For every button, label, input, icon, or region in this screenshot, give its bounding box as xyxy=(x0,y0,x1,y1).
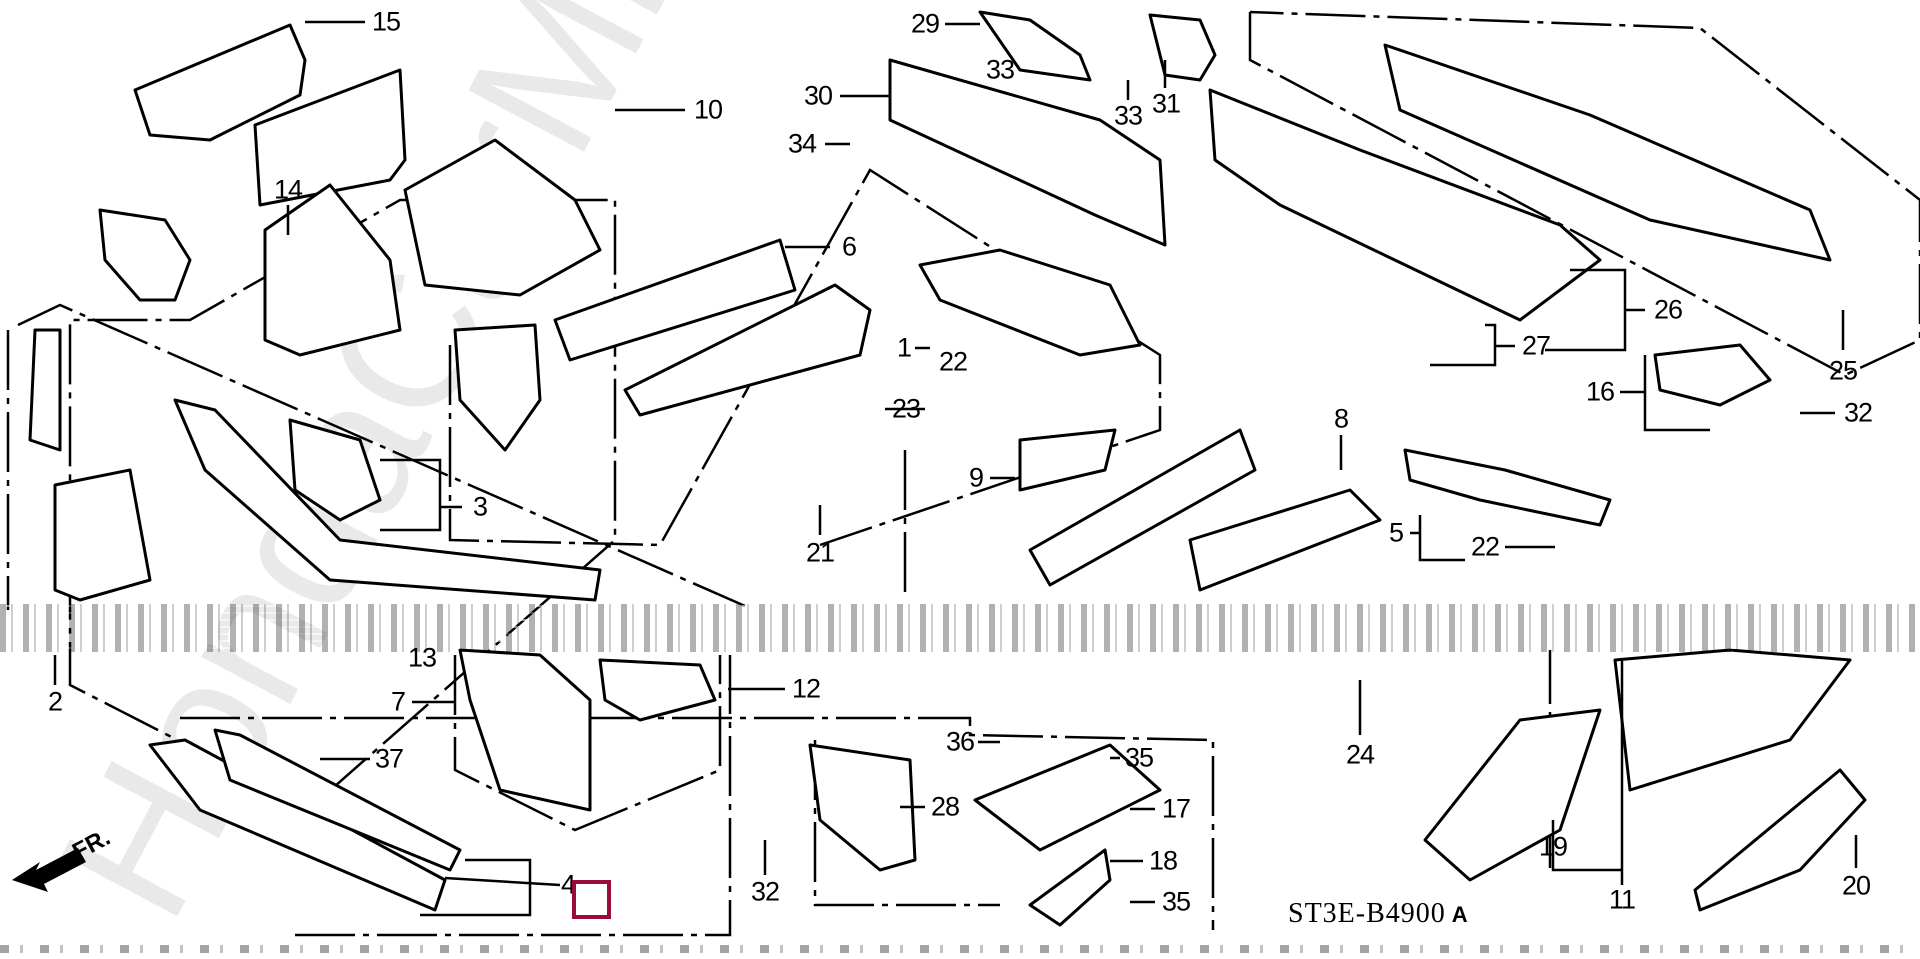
callout-14[interactable]: 14 xyxy=(273,174,303,205)
part-8-rail xyxy=(1028,428,1257,587)
callout-7[interactable]: 7 xyxy=(390,686,406,717)
callout-24[interactable]: 24 xyxy=(1345,739,1375,770)
callout-11[interactable]: 11 xyxy=(1608,884,1636,915)
callout-35[interactable]: 35 xyxy=(1161,886,1191,917)
callout-2[interactable]: 2 xyxy=(47,686,63,717)
group-frame-3 xyxy=(17,303,746,608)
callout-31[interactable]: 31 xyxy=(1151,88,1181,119)
scan-noise-band xyxy=(0,604,1920,652)
callout-13[interactable]: 13 xyxy=(407,642,437,673)
part-7 xyxy=(458,648,592,812)
part-19 xyxy=(1423,708,1602,882)
callout-37[interactable]: 37 xyxy=(374,743,404,774)
part-4-inner xyxy=(213,728,462,872)
callout-29[interactable]: 29 xyxy=(910,8,940,39)
part-1 xyxy=(918,248,1142,357)
callout-22[interactable]: 22 xyxy=(1470,531,1500,562)
callout-33[interactable]: 33 xyxy=(1113,100,1143,131)
part-14 xyxy=(263,183,402,357)
callout-21[interactable]: 21 xyxy=(805,537,835,568)
part-10-apron xyxy=(403,138,602,297)
callout-17[interactable]: 17 xyxy=(1161,793,1191,824)
part-11 xyxy=(1613,648,1852,792)
part-20 xyxy=(1693,768,1867,912)
part-bracket-32 xyxy=(808,743,917,872)
group-frame-28 xyxy=(813,740,1000,907)
group-frame-4 xyxy=(295,655,732,937)
callout-6[interactable]: 6 xyxy=(841,231,857,262)
selected-callout-highlight[interactable] xyxy=(572,880,611,919)
callout-22[interactable]: 22 xyxy=(938,346,968,377)
part-30 xyxy=(888,58,1167,247)
callout-32[interactable]: 32 xyxy=(750,876,780,907)
part-frame-rail xyxy=(623,283,872,417)
part-8-side xyxy=(1188,488,1382,592)
part-26 xyxy=(1208,88,1602,322)
part-hinge xyxy=(98,208,192,302)
callout-20[interactable]: 20 xyxy=(1841,870,1871,901)
callout-10[interactable]: 10 xyxy=(693,94,723,125)
part-6 xyxy=(553,238,797,362)
callout-26[interactable]: 26 xyxy=(1653,294,1683,325)
callout-16[interactable]: 16 xyxy=(1585,376,1615,407)
part-left-latch xyxy=(53,468,152,602)
callout-32[interactable]: 32 xyxy=(1843,397,1873,428)
group-frame-12 xyxy=(453,655,722,832)
group-frame-21 xyxy=(448,168,1162,547)
callout-18[interactable]: 18 xyxy=(1148,845,1178,876)
diagram-code-text: ST3E-B4900 xyxy=(1288,898,1446,929)
callout-25[interactable]: 25 xyxy=(1828,355,1858,386)
callout-1[interactable]: 1 xyxy=(896,332,912,363)
callout-23[interactable]: 23 xyxy=(891,393,921,424)
part-10-upper xyxy=(253,68,407,207)
front-arrow-icon xyxy=(12,848,86,892)
callout-15[interactable]: 15 xyxy=(371,6,401,37)
callout-9[interactable]: 9 xyxy=(968,462,984,493)
part-18 xyxy=(1028,848,1112,927)
part-31 xyxy=(1148,13,1217,82)
callout-36[interactable]: 36 xyxy=(945,726,975,757)
scan-noise-bottom xyxy=(0,945,1920,953)
callout-27[interactable]: 27 xyxy=(1521,330,1551,361)
callout-12[interactable]: 12 xyxy=(791,673,821,704)
callout-30[interactable]: 30 xyxy=(803,80,833,111)
part-left-support xyxy=(28,328,62,452)
part-16 xyxy=(1653,343,1772,407)
callout-35[interactable]: 35 xyxy=(1124,742,1154,773)
callout-19[interactable]: 19 xyxy=(1538,831,1568,862)
diagram-code-suffix: A xyxy=(1451,902,1469,927)
part-29 xyxy=(978,10,1092,82)
callout-33[interactable]: 33 xyxy=(985,54,1015,85)
callout-28[interactable]: 28 xyxy=(930,791,960,822)
part-9 xyxy=(1018,428,1117,492)
part-15 xyxy=(133,23,307,142)
part-3-rail xyxy=(173,398,602,602)
part-17 xyxy=(973,743,1162,852)
group-frame-25 xyxy=(1248,10,1920,377)
callout-5[interactable]: 5 xyxy=(1388,517,1404,548)
part-3-bracket xyxy=(288,418,382,522)
part-5 xyxy=(1403,448,1612,527)
callout-3[interactable]: 3 xyxy=(472,491,488,522)
group-frame-10 xyxy=(68,198,617,810)
callout-34[interactable]: 34 xyxy=(787,128,817,159)
part-25 xyxy=(1383,43,1832,262)
part-4-rail xyxy=(148,738,447,912)
part-12 xyxy=(598,658,717,722)
part-bracket-left xyxy=(453,323,542,452)
callout-8[interactable]: 8 xyxy=(1333,403,1349,434)
group-frame-17 xyxy=(180,716,1215,930)
